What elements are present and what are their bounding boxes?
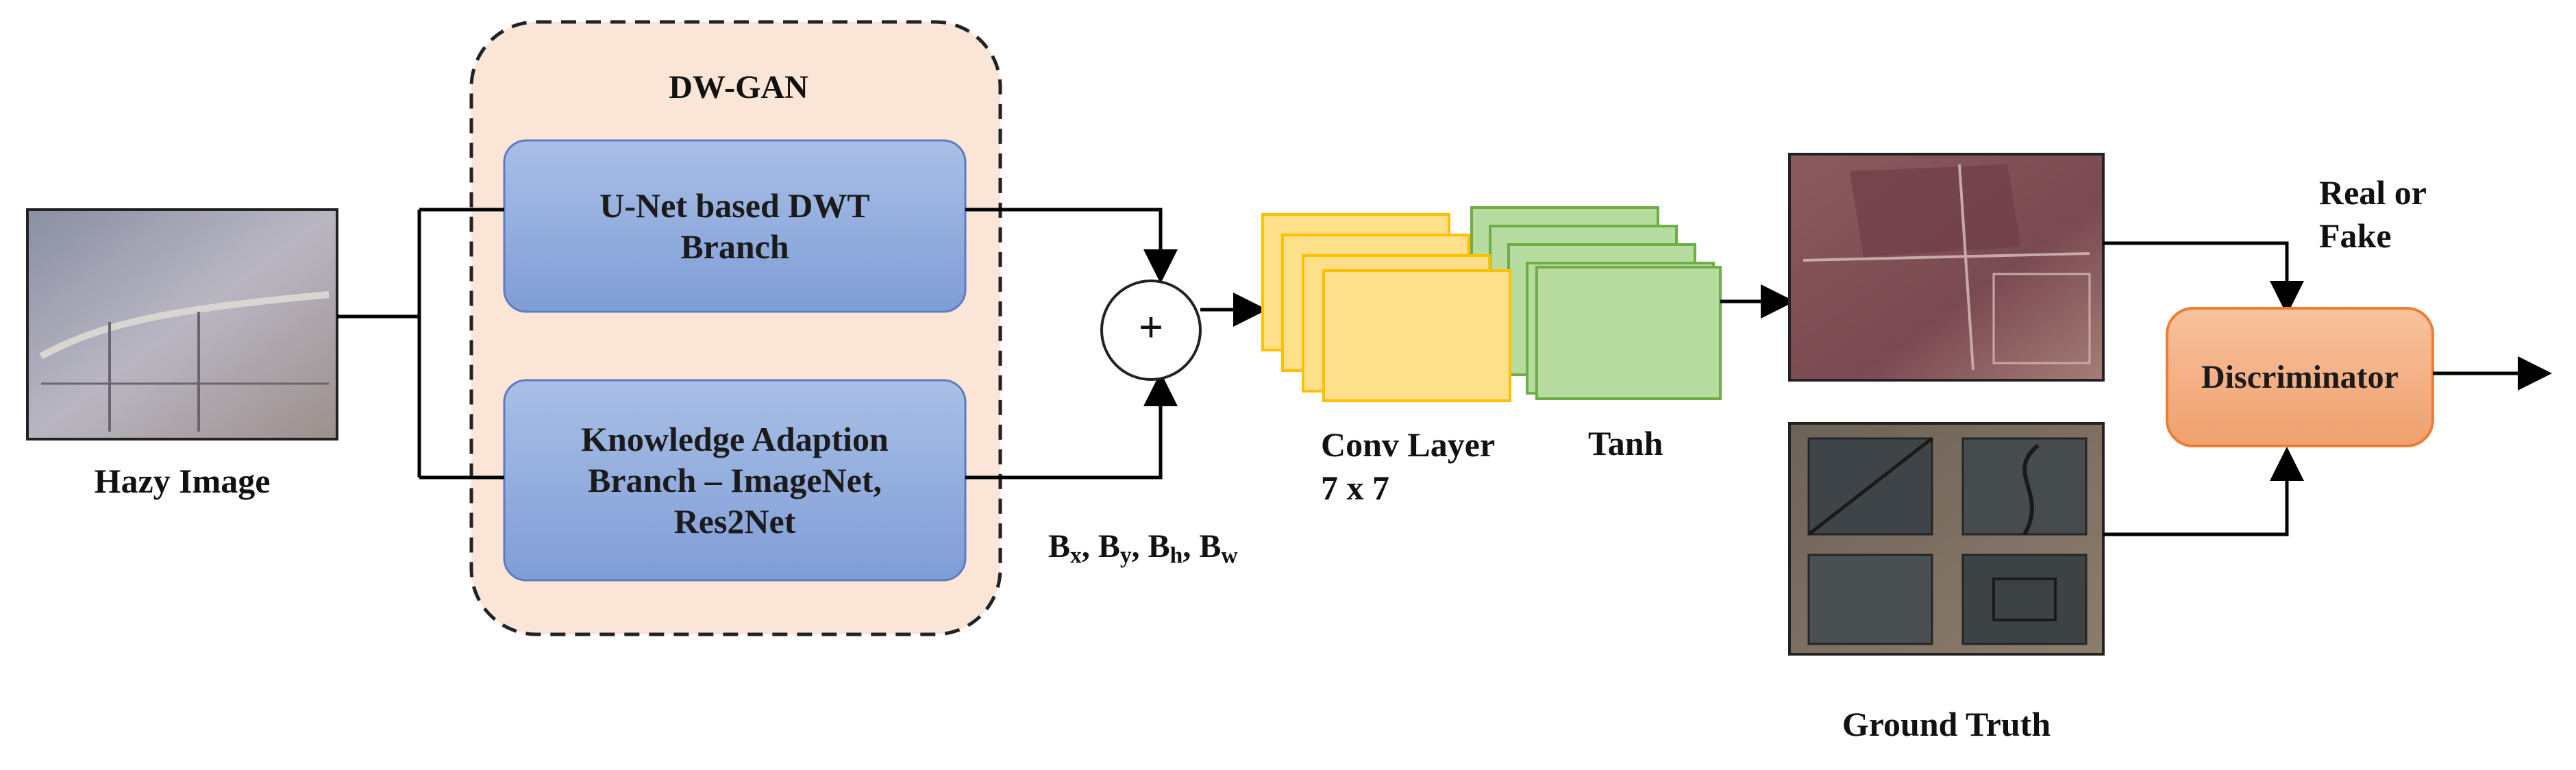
- discriminator-label: Discriminator: [2201, 358, 2399, 395]
- real-or-fake-label: Real or Fake: [2319, 173, 2427, 255]
- branch-to-sum-arrows: [965, 208, 1178, 480]
- discriminator-input-arrows: [2103, 241, 2304, 536]
- conv-layer-stack: [1261, 213, 1511, 402]
- dwgan-title: DW-GAN: [669, 69, 808, 105]
- knowledge-adaption-branch-label: Knowledge Adaption Branch – ImageNet, Re…: [581, 420, 889, 541]
- unet-dwt-branch-box: [503, 139, 967, 313]
- tanh-label: Tanh: [1588, 424, 1663, 462]
- discriminator-box: [2166, 307, 2434, 447]
- bbox-params-label: Bx, By, Bh, Bw: [1048, 528, 1238, 569]
- knowledge-adaption-branch-box: [503, 379, 967, 582]
- sum-node: [1100, 280, 1202, 381]
- tanh-layer-stack: [1470, 206, 1722, 400]
- hazy-image-thumbnail: [26, 208, 338, 440]
- unet-dwt-branch-label: U-Net based DWT Branch: [599, 186, 870, 266]
- sum-symbol: +: [1138, 303, 1164, 351]
- ground-truth-thumbnail: [1788, 422, 2105, 656]
- dehazed-output-thumbnail: [1788, 153, 2105, 382]
- hazy-image-label: Hazy Image: [94, 462, 271, 500]
- input-connectors: [337, 208, 504, 480]
- ground-truth-label: Ground Truth: [1842, 705, 2051, 743]
- conv-layer-label: Conv Layer 7 x 7: [1321, 425, 1496, 507]
